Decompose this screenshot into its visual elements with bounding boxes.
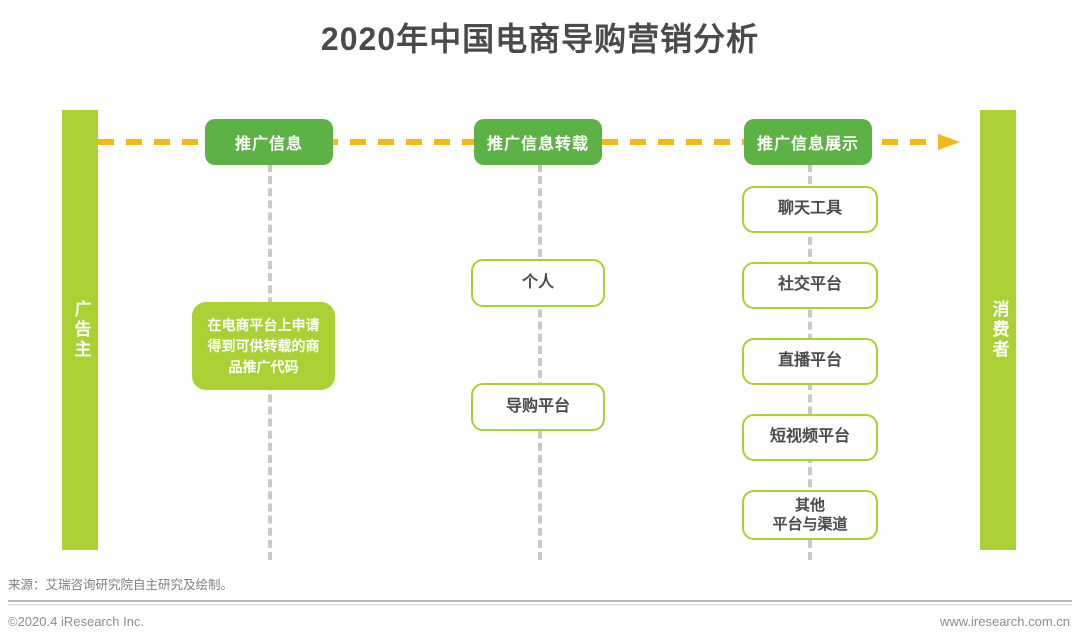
vertical-connector-column-2	[538, 164, 546, 560]
page-title: 2020年中国电商导购营销分析	[320, 21, 760, 57]
node-individual[interactable]: 个人	[471, 259, 605, 307]
note-box-promotion-code[interactable]: 在电商平台上申请得到可供转载的商品推广代码	[192, 302, 335, 390]
column-header-promotion-repost[interactable]: 推广信息转载	[474, 119, 602, 165]
node-other-platforms-channels[interactable]: 其他 平台与渠道	[742, 490, 878, 540]
website-url: www.iresearch.com.cn	[939, 614, 1070, 629]
consumer-bar: 消费者	[980, 110, 1016, 550]
copyright-text: ©2020.4 iResearch Inc.	[8, 614, 145, 629]
node-shopping-guide-platform[interactable]: 导购平台	[471, 383, 605, 431]
node-livestream-platform[interactable]: 直播平台	[742, 338, 878, 385]
advertiser-bar: 广告主	[62, 110, 98, 550]
node-other-line1: 其他	[794, 496, 825, 514]
advertiser-bar-label: 广告主	[71, 300, 91, 360]
consumer-bar-label: 消费者	[989, 300, 1009, 360]
footer-divider-top	[8, 600, 1072, 602]
column-header-promotion-display[interactable]: 推广信息展示	[744, 119, 872, 165]
source-note: 来源：艾瑞咨询研究院自主研究及绘制。	[8, 578, 234, 592]
column-header-promotion-info[interactable]: 推广信息	[205, 119, 333, 165]
node-chat-tool[interactable]: 聊天工具	[742, 186, 878, 233]
node-short-video-platform[interactable]: 短视频平台	[742, 414, 878, 461]
node-social-platform[interactable]: 社交平台	[742, 262, 878, 309]
node-other-line2: 平台与渠道	[772, 516, 848, 533]
footer-divider-bottom	[8, 604, 1072, 605]
